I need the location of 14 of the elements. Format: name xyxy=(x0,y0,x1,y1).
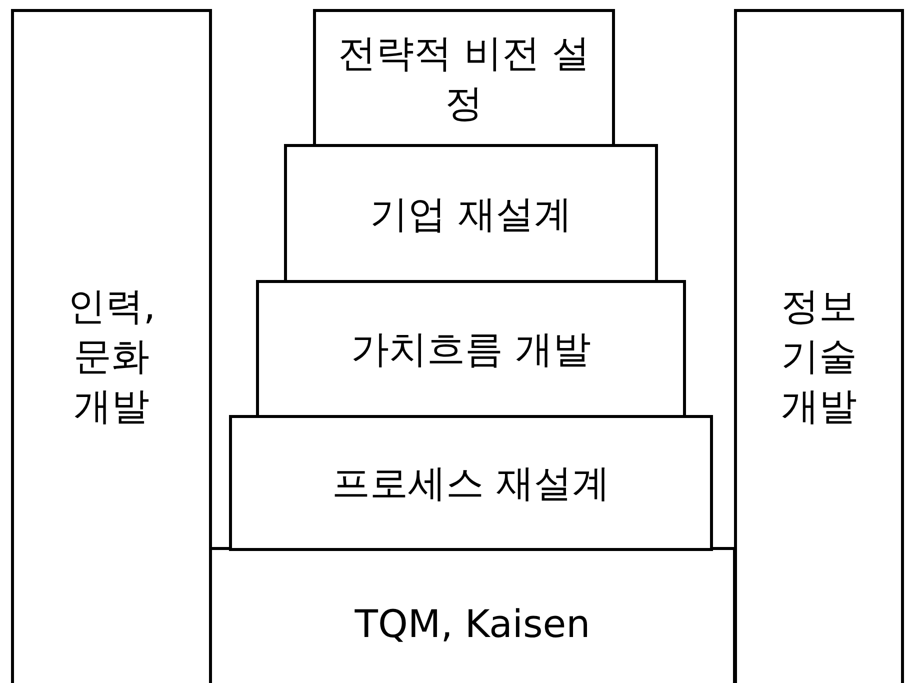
step-box xyxy=(284,144,658,283)
box-label: 기업 재설계 xyxy=(370,190,572,238)
step-box xyxy=(313,9,615,147)
pillar-box xyxy=(11,9,212,683)
box-label: 인력, 문화 개발 xyxy=(66,282,157,430)
pillar-box xyxy=(734,9,904,683)
base-box xyxy=(209,547,736,683)
box-label: TQM, Kaisen xyxy=(354,600,590,648)
box-label: 정보 기술 개발 xyxy=(780,282,858,430)
step-box xyxy=(256,280,686,418)
step-box xyxy=(229,415,713,551)
box-label: 가치흐름 개발 xyxy=(350,326,592,373)
box-label: 프로세스 재설계 xyxy=(332,460,610,507)
box-label: 전략적 비전 설정 xyxy=(336,30,592,127)
